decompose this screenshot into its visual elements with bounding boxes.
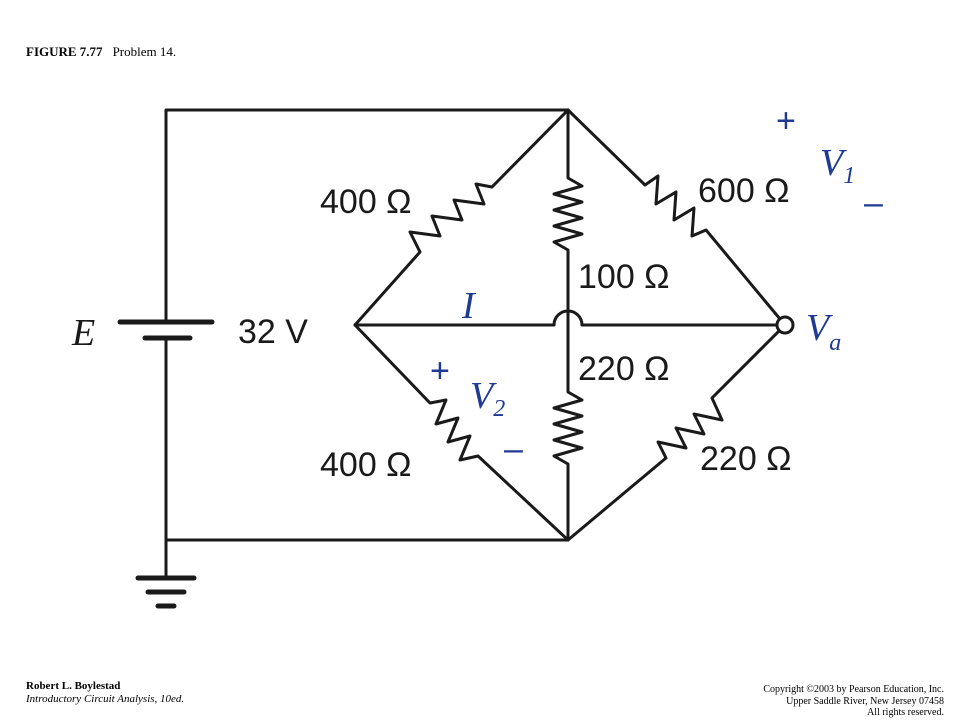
resistor-upper-center-label: 100 Ω (578, 258, 670, 296)
v1-letter: V (820, 142, 847, 184)
va-terminal (775, 315, 795, 335)
v2-subscript: 2 (493, 396, 505, 422)
resistor-upper-left (353, 108, 570, 327)
resistor-lower-right (566, 323, 787, 542)
resistor-lower-center-label: 220 Ω (578, 350, 670, 388)
v2-minus: – (504, 430, 523, 468)
source-name-label: E (71, 312, 95, 354)
resistor-upper-right-label: 600 Ω (698, 172, 790, 210)
source-voltage-label: 32 V (238, 313, 308, 351)
rights-line: All rights reserved. (867, 707, 944, 718)
v1-minus: – (864, 184, 883, 222)
v2-plus: + (430, 352, 450, 390)
copyright-line: Copyright ©2003 by Pearson Education, In… (763, 684, 944, 695)
resistor-upper-right (566, 108, 787, 327)
v1-plus: + (776, 102, 796, 140)
v1-symbol: V1 (820, 142, 855, 189)
va-subscript: a (829, 330, 841, 356)
footer-attribution: Robert L. Boylestad Introductory Circuit… (26, 680, 184, 706)
figure-caption: Problem 14. (112, 44, 177, 59)
figure-title: FIGURE 7.77 Problem 14. (26, 44, 176, 60)
resistor-upper-left-label: 400 Ω (320, 183, 412, 221)
v2-letter: V (470, 375, 497, 417)
footer-author: Robert L. Boylestad (26, 680, 121, 692)
footer-copyright: Copyright ©2003 by Pearson Education, In… (763, 684, 944, 719)
va-letter: V (806, 307, 833, 349)
resistor-lower-left-label: 400 Ω (320, 446, 412, 484)
va-label: Va (806, 307, 841, 356)
resistor-lower-right-label: 220 Ω (700, 440, 792, 478)
crossover-wire (353, 309, 779, 327)
v2-symbol: V2 (470, 375, 505, 422)
resistor-upper-center (552, 108, 584, 327)
v1-subscript: 1 (843, 163, 855, 189)
footer-book: Introductory Circuit Analysis, 10ed. (26, 693, 185, 705)
figure-label: FIGURE 7.77 (26, 44, 103, 59)
current-label: I (461, 285, 477, 327)
resistor-lower-center (552, 323, 584, 542)
address-line: Upper Saddle River, New Jersey 07458 (786, 695, 944, 707)
resistor-lower-left (353, 323, 570, 542)
